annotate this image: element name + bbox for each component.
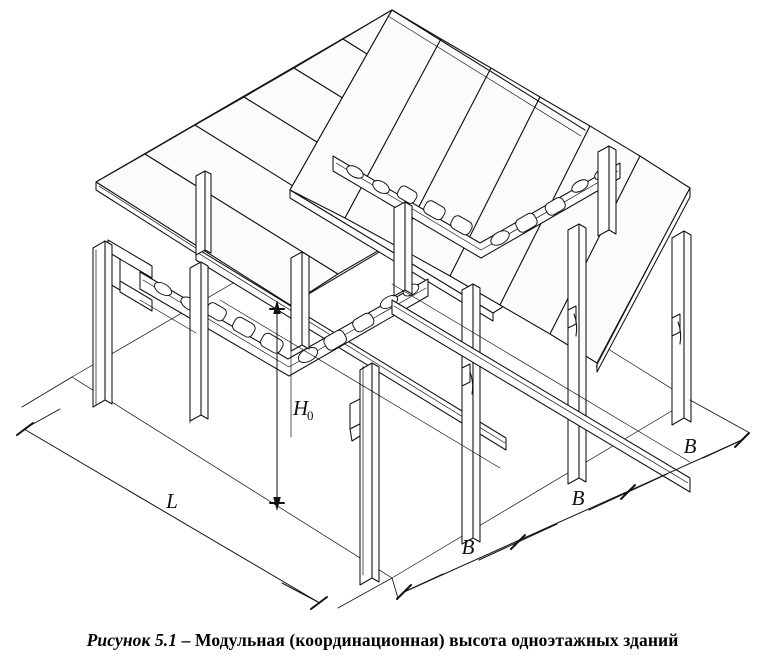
- length-dimension-label: L: [165, 489, 178, 513]
- truss-openings-rear: [346, 165, 610, 246]
- column-mid-right: [567, 223, 587, 485]
- column-rear-left: [195, 170, 212, 256]
- modular-height-dimension: H 0: [269, 300, 314, 511]
- column-interior-right: [393, 201, 413, 297]
- isometric-drawing: L H 0: [16, 9, 750, 610]
- bay-dimensions: B B B: [391, 399, 750, 600]
- bay-dimension-2-label: B: [572, 486, 585, 510]
- caption-title: Модульная (координационная) высота одноэ…: [194, 629, 679, 650]
- eave-bracket-left: [107, 239, 153, 312]
- column-interior-left: [189, 261, 209, 422]
- column-back-right: [597, 145, 617, 237]
- caption-figure-number: Рисунок 5.1: [86, 629, 178, 650]
- column-front-right: [461, 283, 481, 545]
- column-back-left: [92, 240, 113, 408]
- caption-line: Рисунок 5.1 – Модульная (координационная…: [87, 630, 679, 651]
- caption-dash: –: [177, 629, 195, 650]
- bay-dimension-3-label: B: [684, 434, 697, 458]
- modular-height-subscript: 0: [307, 408, 314, 423]
- modular-height-label: H: [292, 396, 310, 420]
- height-arrow-top: [273, 300, 281, 314]
- longitudinal-wall-beam-right: [391, 299, 691, 493]
- longitudinal-wall-beam-right-upper: [391, 283, 691, 463]
- interior-wall-lines: [189, 350, 292, 438]
- roof-truss-rear: [332, 155, 621, 259]
- figure-caption: Рисунок 5.1 – Модульная (координационная…: [0, 612, 765, 668]
- bay-dimension-1-label: B: [462, 535, 475, 559]
- column-front-center: [349, 362, 380, 586]
- building-frame-svg: L H 0: [16, 9, 750, 610]
- rear-longitudinal-beam: [195, 247, 507, 451]
- roof-ridge-cap: [387, 9, 586, 137]
- length-dimension: L: [16, 376, 393, 610]
- column-interior-center: [290, 251, 310, 352]
- interior-rail: [139, 299, 501, 469]
- column-right-corner: [671, 230, 692, 426]
